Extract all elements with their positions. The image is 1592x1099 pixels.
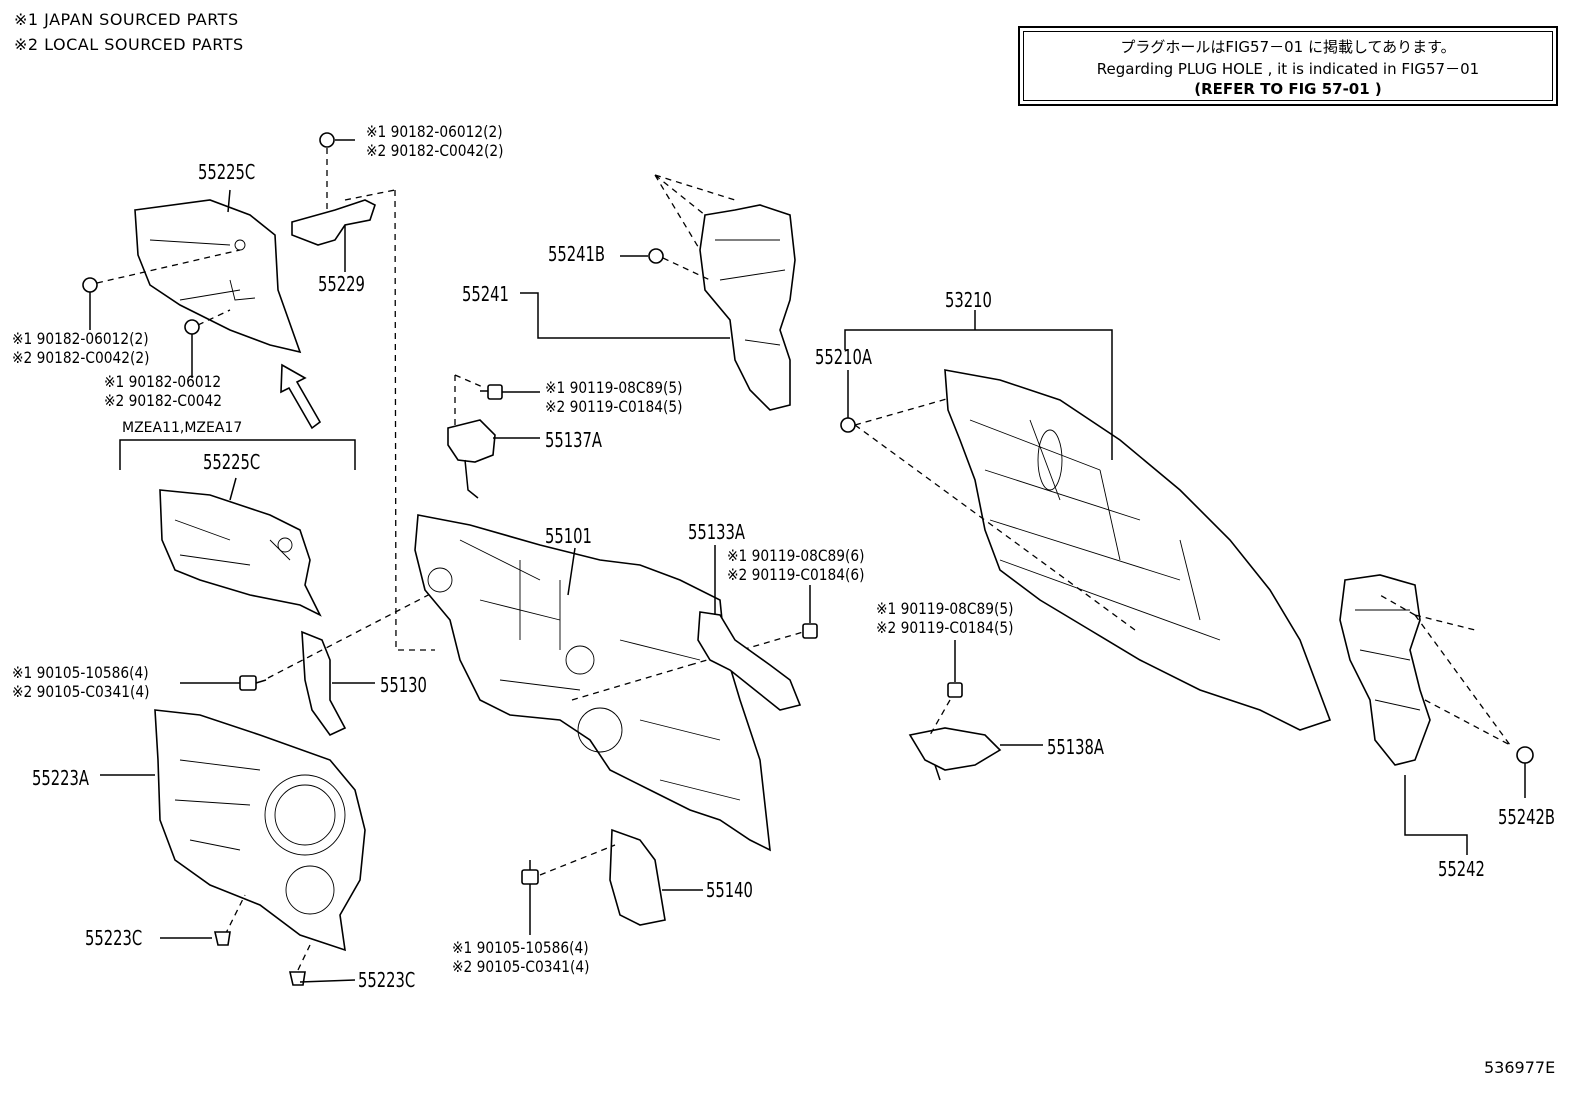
notice-line-refer: (REFER TO FIG 57-01 ) (1194, 80, 1382, 98)
part-55223A-shape (154, 709, 366, 952)
part-55130-shape (301, 630, 347, 737)
label-55223C-left: 55223C (85, 926, 143, 950)
bolt-90119-right (802, 623, 818, 639)
label-55225C-mid: 55225C (203, 450, 261, 474)
bolt-90119-middle (947, 682, 963, 698)
part-55225C-mid-shape (159, 489, 322, 617)
fastener-label-5b: ※2 90119-C0184(6) (727, 565, 865, 584)
fastener-label-3b: ※2 90182-C0042 (104, 391, 223, 410)
part-55138A-shape (908, 727, 1002, 781)
fastener-label-1a: ※1 90182-06012(2) (366, 122, 503, 141)
arrow-indicator (280, 363, 322, 430)
clip-55242B (1516, 746, 1534, 764)
label-55210A: 55210A (815, 345, 873, 369)
label-55130: 55130 (380, 673, 427, 697)
fastener-label-4b: ※2 90119-C0184(5) (545, 397, 683, 416)
part-55225C-top-shape (134, 199, 302, 354)
fastener-label-2a: ※1 90182-06012(2) (12, 329, 149, 348)
label-55138A: 55138A (1047, 735, 1105, 759)
figure-id: 536977E (1484, 1058, 1556, 1077)
label-55225C-top: 55225C (198, 160, 256, 184)
fastener-label-6a: ※1 90105-10586(4) (12, 663, 149, 682)
label-55140: 55140 (706, 878, 753, 902)
fastener-label-5a: ※1 90119-08C89(6) (727, 546, 865, 565)
label-55133A: 55133A (688, 520, 746, 544)
label-55242B: 55242B (1498, 805, 1556, 829)
label-55242: 55242 (1438, 857, 1485, 881)
label-55137A: 55137A (545, 428, 603, 452)
part-55241-shape (699, 204, 796, 411)
part-55101-shape (414, 514, 771, 852)
label-variant-mzea: MZEA11,MZEA17 (122, 420, 243, 436)
clip-55241B (648, 248, 664, 264)
part-55140-shape (609, 828, 666, 926)
notice-line-english: Regarding PLUG HOLE , it is indicated in… (1096, 60, 1480, 78)
part-55242-shape (1339, 574, 1431, 766)
clip-90182-left (82, 277, 98, 293)
bolt-90105-bottom (521, 860, 539, 885)
part-55133A-shape (697, 611, 802, 711)
note-japan-sourced: ※1 JAPAN SOURCED PARTS (14, 10, 239, 29)
clip-55210A (840, 417, 856, 433)
label-55223A: 55223A (32, 766, 90, 790)
fastener-label-8b: ※2 90105-C0341(4) (452, 957, 590, 976)
fastener-label-8a: ※1 90105-10586(4) (452, 938, 589, 957)
bolt-90119-top (480, 384, 503, 400)
label-55223C-bottom: 55223C (358, 968, 416, 992)
label-55241B: 55241B (548, 242, 606, 266)
clip-55223C-left (213, 931, 231, 946)
note-local-sourced: ※2 LOCAL SOURCED PARTS (14, 35, 244, 54)
fastener-label-4a: ※1 90119-08C89(5) (545, 378, 683, 397)
fastener-label-7b: ※2 90119-C0184(5) (876, 618, 1014, 637)
fastener-label-1b: ※2 90182-C0042(2) (366, 141, 504, 160)
fastener-label-2b: ※2 90182-C0042(2) (12, 348, 150, 367)
part-55229-shape (291, 132, 376, 246)
fastener-label-6b: ※2 90105-C0341(4) (12, 682, 150, 701)
part-53210-shape (944, 369, 1332, 731)
fastener-label-7a: ※1 90119-08C89(5) (876, 599, 1014, 618)
plug-hole-notice: プラグホールはFIG57－01 に掲載してあります。 Regarding PLU… (1018, 26, 1558, 106)
label-55241: 55241 (462, 282, 509, 306)
fastener-label-3a: ※1 90182-06012 (104, 372, 222, 391)
label-55229: 55229 (318, 272, 365, 296)
clip-90182-mid (184, 319, 200, 335)
label-55101: 55101 (545, 524, 592, 548)
notice-line-japanese: プラグホールはFIG57－01 に掲載してあります。 (1120, 38, 1456, 56)
label-53210: 53210 (945, 288, 992, 312)
clip-55223C-bottom (288, 971, 306, 986)
bolt-90105-left (239, 675, 267, 691)
part-55137A-shape (447, 419, 496, 499)
notice-inner-border (1023, 31, 1553, 101)
